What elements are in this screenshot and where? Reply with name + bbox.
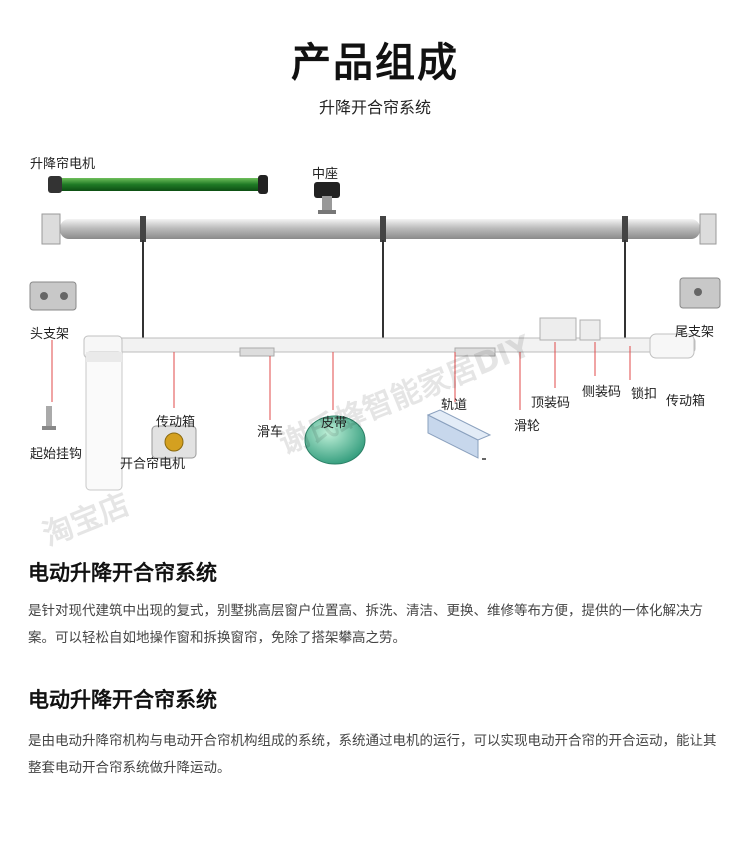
label-start-hook: 起始挂钩 xyxy=(30,447,83,462)
head-bracket-icon xyxy=(29,281,77,311)
label-lift-motor: 升降帘电机 xyxy=(30,157,96,172)
label-trolley: 滑车 xyxy=(257,425,284,440)
label-head-bracket: 头支架 xyxy=(30,327,70,342)
start-hook-icon xyxy=(42,406,56,430)
label-side-clip: 侧装码 xyxy=(582,385,622,400)
diagram-illustration xyxy=(29,175,721,491)
label-middle-seat: 中座 xyxy=(312,167,339,182)
label-gearbox-right: 传动箱 xyxy=(666,394,706,409)
section-1-heading: 电动升降开合帘系统 xyxy=(28,561,217,585)
open-close-motor-icon xyxy=(85,351,123,491)
tail-bracket-icon xyxy=(679,277,721,309)
label-top-clip: 顶装码 xyxy=(531,396,571,411)
section-1-body: 是针对现代建筑中出现的复式，别墅挑高层窗户位置高、拆洗、清洁、更换、维修等布方便… xyxy=(28,603,703,646)
page-subtitle: 升降开合帘系统 xyxy=(318,98,431,117)
product-diagram: 谢氏蜂智能家居DIY 淘宝店 升降帘电机 中座 头支架 尾支架 起始挂钩 传动箱… xyxy=(0,140,750,560)
label-track: 轨道 xyxy=(441,398,468,413)
label-open-close-motor: 开合帘电机 xyxy=(120,457,186,472)
section-2-body: 是由电动升降帘机构与电动开合帘机构组成的系统，系统通过电机的运行，可以实现电动开… xyxy=(28,733,717,776)
label-tail-bracket: 尾支架 xyxy=(675,325,715,340)
belt-icon xyxy=(304,415,366,465)
track-profile-icon xyxy=(426,409,492,460)
lift-tube xyxy=(41,213,717,245)
open-close-track xyxy=(83,317,696,359)
lift-cords xyxy=(142,240,626,338)
leader-lines xyxy=(51,340,631,420)
section-2-heading: 电动升降开合帘系统 xyxy=(28,688,217,712)
label-lock: 锁扣 xyxy=(631,387,658,402)
gearbox-icon xyxy=(151,425,197,459)
label-belt: 皮带 xyxy=(321,416,348,431)
lift-motor-icon xyxy=(48,175,268,194)
page-title: 产品组成 xyxy=(291,40,459,86)
label-gearbox-left: 传动箱 xyxy=(156,415,196,430)
middle-seat-icon xyxy=(314,182,340,214)
label-pulley: 滑轮 xyxy=(514,419,541,434)
